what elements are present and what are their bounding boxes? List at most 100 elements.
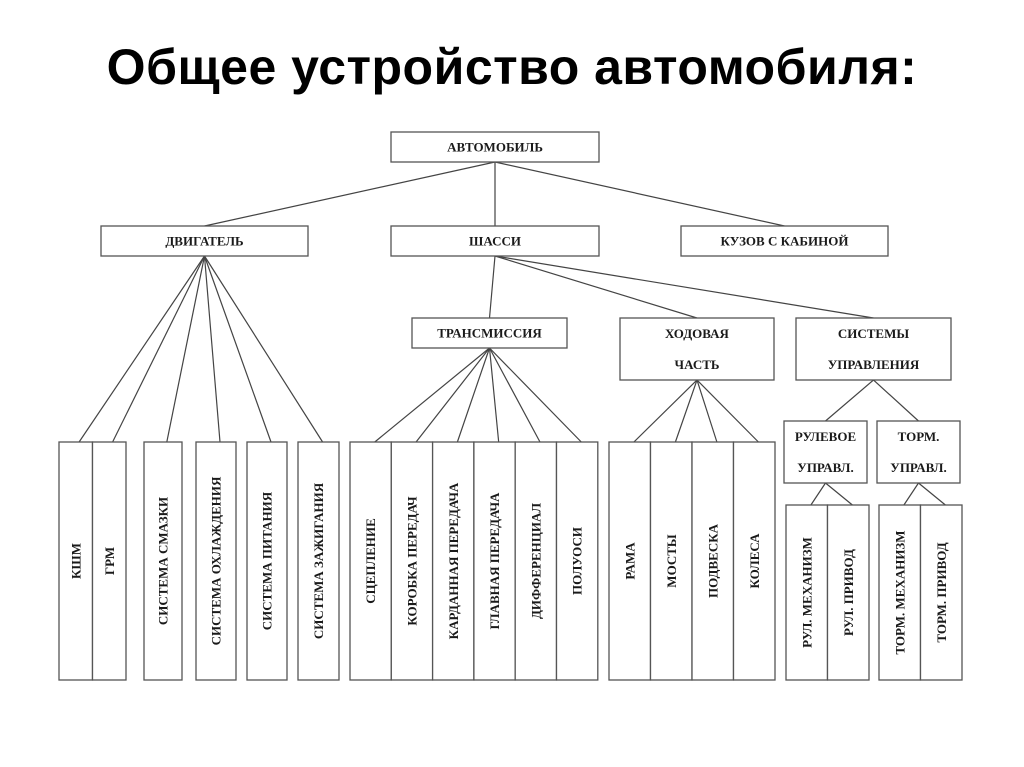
leaf-item-label: СИСТЕМА ОХЛАЖДЕНИЯ: [209, 476, 224, 645]
node-control-box: [795, 317, 952, 381]
leaf-group-engine: КШМ ГРМ: [58, 441, 127, 681]
edge-transmission-leaf: [488, 347, 500, 443]
node-running-label: ХОДОВАЯ: [665, 326, 729, 341]
leaf-item: РАМА: [608, 441, 652, 681]
leaf-item: ПОДВЕСКА: [691, 441, 735, 681]
leaf-item: РУЛ. МЕХАНИЗМ: [785, 504, 829, 681]
edge-steering-leaf: [810, 482, 826, 506]
node-engine-label: ДВИГАТЕЛЬ: [165, 234, 243, 249]
edge-engine-leaf: [203, 255, 272, 443]
edge-auto-body: [494, 161, 785, 227]
node-running-label: ЧАСТЬ: [675, 357, 720, 372]
edge-engine-leaf: [112, 255, 206, 443]
leaf-item: КОЛЕСА: [732, 441, 776, 681]
leaf-item: СИСТЕМА ПИТАНИЯ: [246, 441, 288, 681]
edge-auto-engine: [204, 161, 496, 227]
node-running-box: [619, 317, 775, 381]
leaf-item-label: СИСТЕМА ПИТАНИЯ: [260, 491, 275, 630]
node-transmission-box: [411, 317, 568, 349]
edge-running-leaf: [633, 379, 698, 443]
edge-transmission-leaf: [415, 347, 490, 443]
edge-steering-leaf: [825, 482, 853, 506]
leaf-item: ПОЛУОСИ: [555, 441, 599, 681]
leaf-item: СИСТЕМА СМАЗКИ: [143, 441, 183, 681]
edge-chassis-running: [494, 255, 698, 319]
leaf-item: СИСТЕМА ОХЛАЖДЕНИЯ: [195, 441, 237, 681]
node-engine-box: [100, 225, 309, 257]
edge-control-steering: [825, 379, 874, 422]
leaf-item: СЦЕПЛЕНИЕ: [349, 441, 392, 681]
leaf-item-label: ПОЛУОСИ: [570, 527, 585, 595]
diagram-nodes: АВТОМОБИЛЬ ДВИГАТЕЛЬ ШАССИ КУЗОВ С КАБИНОЙ Т…: [58, 131, 963, 681]
leaf-item: ГЛАВНАЯ ПЕРЕДАЧА: [473, 441, 516, 681]
leaf-item: РУЛ. ПРИВОД: [826, 504, 870, 681]
leaf-item: МОСТЫ: [649, 441, 693, 681]
node-braking-label: УПРАВЛ.: [890, 460, 946, 475]
leaf-item-box: [514, 441, 558, 681]
node-auto-label: АВТОМОБИЛЬ: [447, 140, 543, 155]
edge-transmission-leaf: [489, 347, 582, 443]
leaf-item: КШМ: [58, 441, 94, 681]
edge-engine-leaf: [203, 255, 324, 443]
leaf-group-steering: РУЛ. МЕХАНИЗМ РУЛ. ПРИВОД: [785, 504, 870, 681]
leaf-item-label: СЦЕПЛЕНИЕ: [363, 518, 378, 604]
leaf-item-label: МОСТЫ: [664, 534, 679, 588]
node-steering-label: РУЛЕВОЕ: [795, 429, 856, 444]
edge-transmission-leaf: [456, 347, 491, 443]
leaf-item-box: [649, 441, 693, 681]
leaf-item-label: ТОРМ. ПРИВОД: [934, 542, 949, 642]
leaf-item-box: [608, 441, 652, 681]
edge-transmission-leaf: [488, 347, 541, 443]
leaf-item-box: [297, 441, 340, 681]
node-braking-box: [876, 420, 961, 484]
leaf-item-label: РУЛ. МЕХАНИЗМ: [799, 537, 814, 648]
leaf-item-label: ГРМ: [102, 547, 117, 575]
edge-chassis-transmission: [488, 255, 496, 319]
node-body-label: КУЗОВ С КАБИНОЙ: [721, 234, 849, 249]
page-title: Общее устройство автомобиля:: [106, 39, 918, 95]
leaf-item-box: [91, 441, 127, 681]
leaf-item-box: [555, 441, 599, 681]
leaf-group-running: РАМА МОСТЫ ПОДВЕСКА КОЛЕСА: [608, 441, 776, 681]
leaf-item: КАРДАННАЯ ПЕРЕДАЧА: [431, 441, 475, 681]
leaf-item-box: [390, 441, 434, 681]
node-auto-box: [390, 131, 600, 163]
leaf-item-label: РУЛ. ПРИВОД: [841, 549, 856, 636]
leaf-item-box: [58, 441, 94, 681]
leaf-item-label: ДИФФЕРЕНЦИАЛ: [528, 503, 543, 619]
node-chassis: ШАССИ: [390, 225, 600, 257]
connector-lines: [78, 161, 946, 506]
leaf-item-label: ТОРМ. МЕХАНИЗМ: [892, 530, 907, 654]
edge-control-braking: [873, 379, 919, 422]
leaf-item-box: [691, 441, 735, 681]
node-steering-label: УПРАВЛ.: [797, 460, 853, 475]
leaf-item: КОРОБКА ПЕРЕДАЧ: [390, 441, 434, 681]
leaf-item-label: СИСТЕМА ЗАЖИГАНИЯ: [311, 482, 326, 639]
leaf-item-box: [785, 504, 829, 681]
leaf-item: ТОРМ. МЕХАНИЗМ: [878, 504, 922, 681]
node-transmission: ТРАНСМИССИЯ: [411, 317, 568, 349]
node-body: КУЗОВ С КАБИНОЙ: [680, 225, 889, 257]
node-steering-box: [783, 420, 868, 484]
node-engine: ДВИГАТЕЛЬ: [100, 225, 309, 257]
leaf-item-box: [431, 441, 475, 681]
edge-engine-leaf: [166, 255, 206, 443]
leaf-group-engine: СИСТЕМА ОХЛАЖДЕНИЯ: [195, 441, 237, 681]
edge-braking-leaf: [918, 482, 946, 506]
edge-running-leaf: [674, 379, 698, 443]
edge-transmission-leaf: [374, 347, 490, 443]
leaf-item: СИСТЕМА ЗАЖИГАНИЯ: [297, 441, 340, 681]
node-control-label: СИСТЕМЫ: [838, 326, 910, 341]
leaf-item-label: СИСТЕМА СМАЗКИ: [156, 497, 171, 625]
node-steering: РУЛЕВОЕ УПРАВЛ.: [783, 420, 868, 484]
leaf-group-engine: СИСТЕМА СМАЗКИ: [143, 441, 183, 681]
leaf-item-box: [878, 504, 922, 681]
leaf-item-label: КОЛЕСА: [747, 533, 762, 589]
node-auto: АВТОМОБИЛЬ: [390, 131, 600, 163]
leaf-item: ДИФФЕРЕНЦИАЛ: [514, 441, 558, 681]
leaf-item-box: [732, 441, 776, 681]
edge-running-leaf: [696, 379, 759, 443]
leaf-item-box: [473, 441, 516, 681]
